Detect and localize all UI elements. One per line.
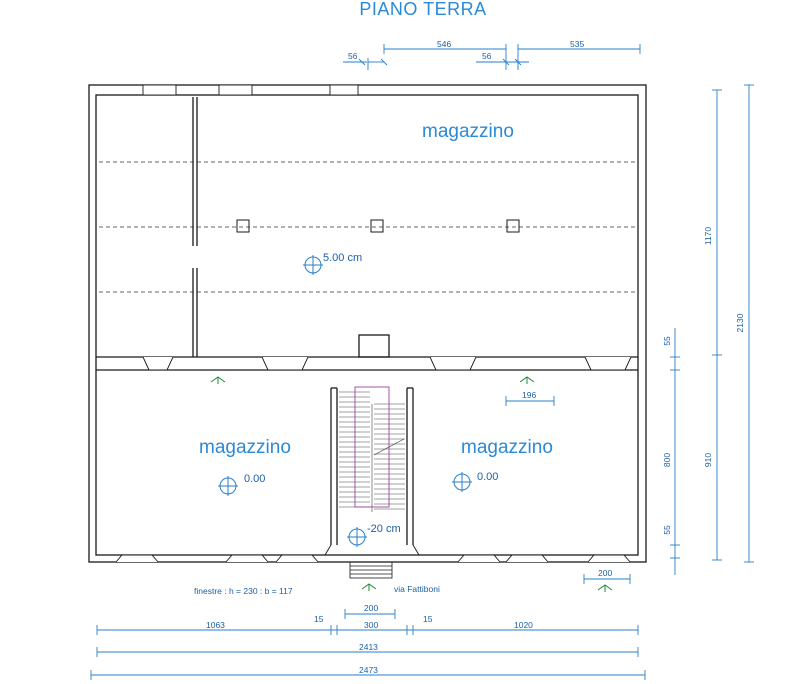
dim-inner-196: 196 (522, 390, 536, 400)
right-dimensions: 1170 2130 55 800 910 55 (662, 84, 754, 575)
wall-niche (358, 334, 390, 358)
dim-right-55-a: 55 (662, 336, 672, 346)
dim-right-800: 800 (662, 453, 672, 467)
dim-bottom-2413: 2413 (359, 642, 378, 652)
entrance-steps (349, 561, 393, 579)
level-lower-left: 0.00 (244, 473, 265, 485)
dim-right-910: 910 (703, 453, 713, 467)
level-marker-lower-right (452, 472, 472, 492)
level-upper: 5.00 cm (323, 252, 362, 264)
upper-partition (192, 97, 198, 357)
dim-bottom-2473: 2473 (359, 665, 378, 675)
outer-walls (88, 84, 647, 563)
room-label-lower-right: magazzino (461, 437, 553, 458)
beam-lines (99, 161, 638, 293)
dim-top-56-b: 56 (482, 51, 492, 61)
room-label-upper: magazzino (422, 121, 514, 142)
plan-title: PIANO TERRA (359, 0, 486, 19)
dim-top-535: 535 (570, 39, 584, 49)
level-entrance: -20 cm (367, 523, 401, 535)
pillars (236, 219, 520, 233)
dim-right-55-b: 55 (662, 525, 672, 535)
dim-right-1170: 1170 (703, 227, 713, 246)
window-dimension: 200 (583, 568, 631, 584)
section-arrows (210, 376, 613, 592)
bottom-windows (115, 554, 631, 563)
bottom-dimensions: 200 1063 15 300 15 1020 2413 2473 (90, 603, 646, 680)
level-marker-lower-left (218, 476, 238, 496)
top-dimensions: 56 546 56 535 (343, 39, 641, 70)
room-label-lower-left: magazzino (199, 437, 291, 458)
dim-entrance-200: 200 (364, 603, 378, 613)
top-windows (142, 84, 359, 96)
dim-bottom-15-a: 15 (314, 614, 324, 624)
dim-right-2130: 2130 (735, 313, 745, 332)
dim-bottom-300: 300 (364, 620, 378, 630)
middle-windows (142, 356, 632, 371)
stair-treads (339, 391, 405, 510)
street-name: via Fattiboni (394, 584, 440, 594)
dim-window-200: 200 (598, 568, 612, 578)
dim-bottom-15-b: 15 (423, 614, 433, 624)
level-marker-entrance (347, 527, 367, 547)
dim-top-56-a: 56 (348, 51, 358, 61)
stairwell (324, 387, 420, 556)
dim-top-546: 546 (437, 39, 451, 49)
level-lower-right: 0.00 (477, 471, 498, 483)
inner-dimension: 196 (505, 390, 555, 406)
level-marker-upper (303, 255, 323, 275)
windows-note: finestre : h = 230 : b = 117 (194, 586, 293, 596)
dim-bottom-1020: 1020 (514, 620, 533, 630)
dim-bottom-1063: 1063 (206, 620, 225, 630)
